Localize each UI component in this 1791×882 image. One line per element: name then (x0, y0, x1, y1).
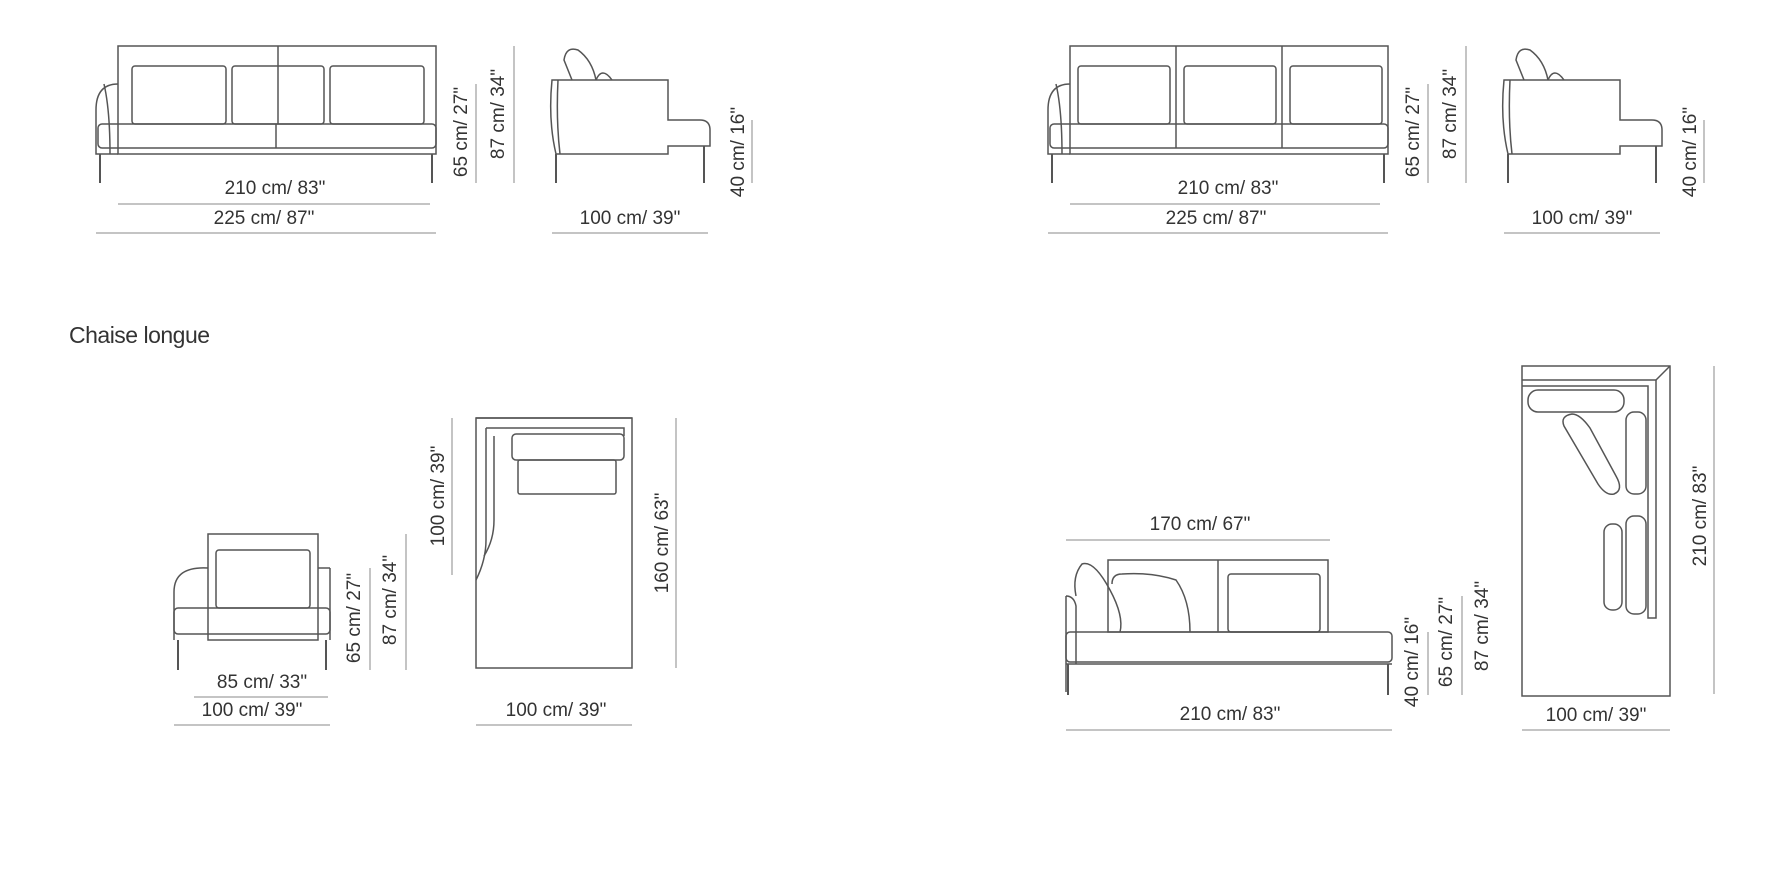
chaise-small-arm-height: 65 cm/ 27" (344, 573, 365, 663)
chaise-small-inner-width: 85 cm/ 33" (217, 672, 307, 693)
sofa-right-frame (1069, 45, 1389, 155)
chaise-large-plan-pillow-diagonal (1562, 413, 1621, 496)
sofa-left-arm-height: 65 cm/ 27" (451, 87, 472, 177)
chaise-large-arm-height: 65 cm/ 27" (1436, 597, 1457, 687)
chaise-small-plan-width: 100 cm/ 39" (506, 700, 607, 721)
sofa-right-inner-width: 210 cm/ 83" (1178, 178, 1279, 199)
sofa-right-side-depth: 100 cm/ 39" (1532, 208, 1633, 229)
section-title: Chaise longue (69, 322, 210, 348)
chaise-small-cushion (215, 549, 311, 609)
chaise-small-front-view: 85 cm/ 33" 100 cm/ 39" 65 cm/ 27" 87 cm/… (173, 533, 407, 726)
sofa-left-cushion-1 (131, 65, 227, 125)
sofa-right-seat-height: 40 cm/ 16" (1680, 107, 1701, 197)
chaise-small-plan-back-depth: 100 cm/ 39" (428, 446, 449, 547)
sofa-right-cushion-2 (1183, 65, 1277, 125)
chaise-large-plan-pillow-side (1603, 523, 1623, 611)
chaise-large-overall-width: 210 cm/ 83" (1180, 704, 1281, 725)
sofa-right-side-view: 100 cm/ 39" 40 cm/ 16" (1501, 48, 1705, 234)
sofa-left-overall-width: 225 cm/ 87" (214, 208, 315, 229)
sofa-left-side-view: 100 cm/ 39" 40 cm/ 16" (549, 48, 753, 234)
sofa-left-seat (97, 123, 437, 149)
chaise-small-frame (207, 533, 319, 641)
sofa-left-front-view: 210 cm/ 83" 225 cm/ 87" 65 cm/ 27" 87 cm… (95, 45, 515, 234)
chaise-large-back-width: 170 cm/ 67" (1150, 514, 1251, 535)
chaise-large-plan-cushion-2 (1625, 515, 1647, 615)
chaise-small-plan-outline (475, 417, 633, 669)
chaise-small-seat (173, 607, 331, 635)
chaise-large-seat-height: 40 cm/ 16" (1402, 617, 1423, 707)
sofa-right-back-height: 87 cm/ 34" (1440, 69, 1461, 159)
sofa-left-side-depth: 100 cm/ 39" (580, 208, 681, 229)
chaise-small-overall-width: 100 cm/ 39" (202, 700, 303, 721)
chaise-small-plan-length: 160 cm/ 63" (652, 493, 673, 594)
sofa-right-cushion-1 (1077, 65, 1171, 125)
chaise-large-plan-outline (1521, 365, 1671, 697)
sofa-right-seat (1049, 123, 1389, 149)
sofa-left-back-height: 87 cm/ 34" (488, 69, 509, 159)
chaise-large-seat (1065, 631, 1393, 663)
sofa-right-front-view: 210 cm/ 83" 225 cm/ 87" 65 cm/ 27" 87 cm… (1047, 45, 1467, 234)
chaise-small-plan-view: 100 cm/ 39" 160 cm/ 63" 100 cm/ 39" (428, 417, 677, 726)
chaise-large-front-view: 170 cm/ 67" 210 cm/ 83" 40 cm/ 16" 65 cm… (1065, 514, 1493, 731)
sofa-right-cushion-3 (1289, 65, 1383, 125)
chaise-large-plan-pillow-top (1527, 389, 1625, 413)
sofa-left-inner-width: 210 cm/ 83" (225, 178, 326, 199)
chaise-large-pillow-1 (1074, 562, 1122, 633)
chaise-small-plan-cushion (517, 459, 617, 495)
sofa-right-overall-width: 225 cm/ 87" (1166, 208, 1267, 229)
chaise-small-plan-cushion-top (511, 433, 625, 461)
sofa-right-arm-height: 65 cm/ 27" (1403, 87, 1424, 177)
chaise-large-plan-length: 210 cm/ 83" (1690, 466, 1711, 567)
chaise-large-plan-view: 210 cm/ 83" 100 cm/ 39" (1521, 365, 1715, 731)
chaise-small-back-height: 87 cm/ 34" (380, 555, 401, 645)
chaise-large-back-height: 87 cm/ 34" (1472, 581, 1493, 671)
chaise-large-pillow-2 (1111, 572, 1191, 633)
sofa-left-seat-height: 40 cm/ 16" (728, 107, 749, 197)
chaise-large-cushion (1227, 573, 1321, 633)
sofa-left-frame (117, 45, 437, 155)
chaise-large-plan-width: 100 cm/ 39" (1546, 705, 1647, 726)
sofa-left-cushion-3 (329, 65, 425, 125)
chaise-large-plan-cushion-1 (1625, 411, 1647, 495)
